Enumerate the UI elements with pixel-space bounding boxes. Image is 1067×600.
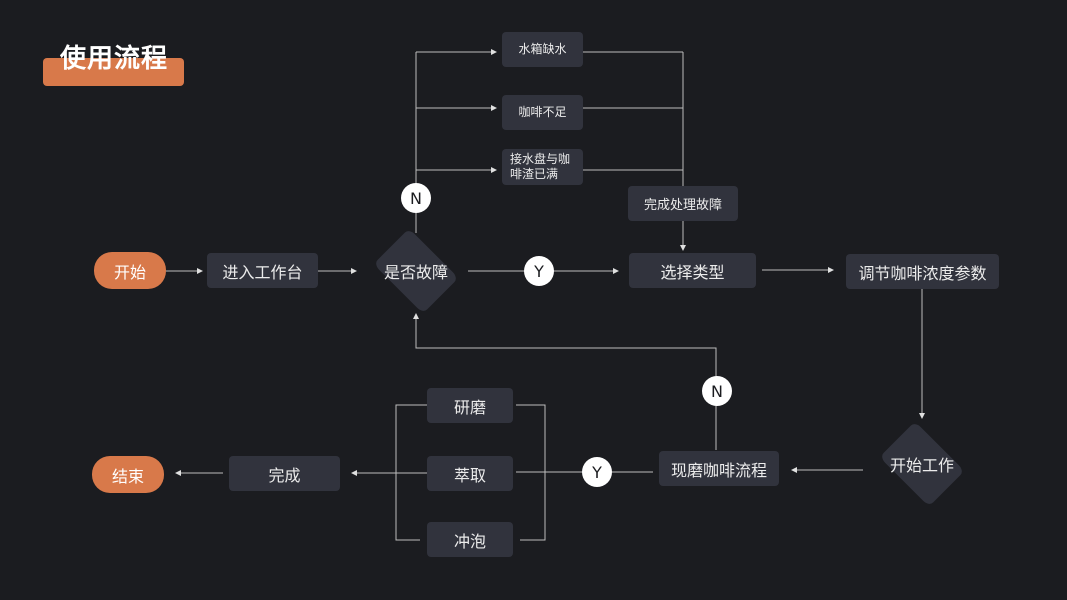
page-title: 使用流程 [60, 44, 169, 74]
title-accent-bar [43, 58, 184, 86]
select-type-node: 选择类型 [629, 253, 756, 288]
start-node: 开始 [94, 252, 166, 289]
end-node: 结束 [92, 456, 164, 493]
extract-node: 萃取 [427, 456, 513, 491]
start-work-label: 开始工作 [889, 456, 954, 475]
complete-node: 完成 [229, 456, 340, 491]
fault-no-badge: N [401, 183, 431, 213]
fault-done-node: 完成处理故障 [628, 186, 738, 221]
adjust-params-node: 调节咖啡浓度参数 [846, 254, 999, 289]
fault-yes-badge: Y [524, 256, 554, 286]
grind-node: 研磨 [427, 388, 513, 423]
fresh-process-node: 现磨咖啡流程 [659, 451, 779, 486]
brew-node: 冲泡 [427, 522, 513, 557]
coffee-low-node: 咖啡不足 [502, 95, 583, 130]
is-fault-label: 是否故障 [383, 263, 448, 282]
water-low-node: 水箱缺水 [502, 32, 583, 67]
process-no-badge: N [702, 376, 732, 406]
tray-full-node: 接水盘与咖啡渣已满 [502, 149, 583, 185]
process-yes-badge: Y [582, 457, 612, 487]
is-fault-decision: 是否故障 [366, 228, 466, 314]
enter-workbench-node: 进入工作台 [207, 253, 318, 288]
start-work-decision: 开始工作 [872, 421, 972, 507]
arrow-process-back-to-fault [413, 313, 717, 450]
